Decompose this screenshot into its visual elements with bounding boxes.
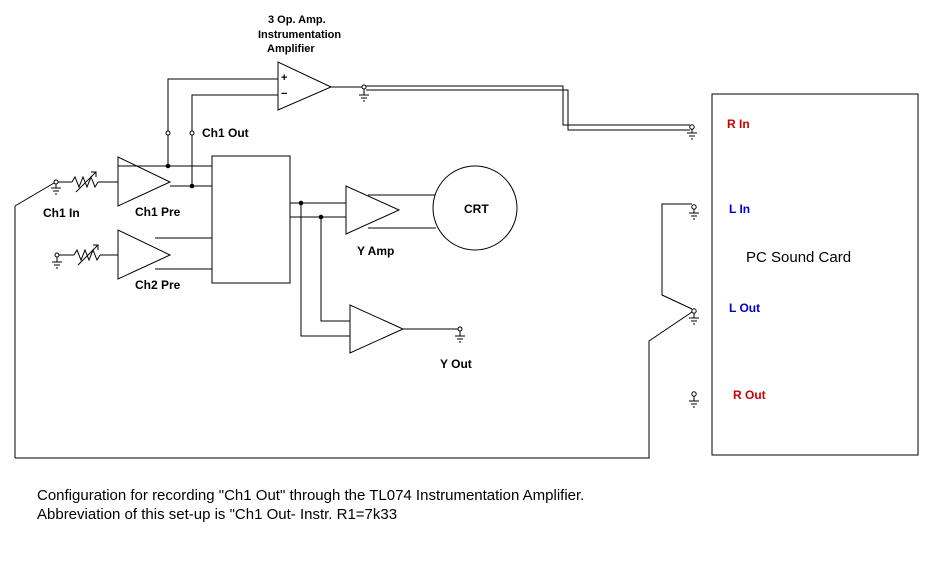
potentiometer-icon (71, 171, 99, 193)
l-out-label: L Out (729, 301, 760, 315)
ch1-in-terminal (53, 179, 59, 185)
cable-to-r-in-shield (366, 89, 690, 131)
inst-amp-title-line1: 3 Op. Amp. (268, 14, 326, 26)
junction-dot (165, 163, 171, 169)
r-in-label: R In (727, 117, 750, 131)
cable-to-r-in-signal (366, 85, 690, 126)
wire-ch1-in-lead (14, 182, 55, 207)
inst-amp-minus-label: − (281, 88, 287, 100)
caption-line-1: Configuration for recording "Ch1 Out" th… (37, 487, 585, 504)
instrumentation-amplifier: + − 3 Op. Amp. Instrumentation Amplifier (258, 14, 341, 111)
ch2-in-terminal (54, 252, 60, 258)
probe-terminal-1 (165, 130, 171, 136)
y-amp-label: Y Amp (357, 244, 394, 258)
ch2-preamp-triangle (117, 229, 172, 280)
inst-amp-triangle (277, 61, 333, 111)
inst-amp-plus-label: + (281, 72, 287, 84)
crt-label: CRT (464, 202, 489, 216)
ch1-pre-label: Ch1 Pre (135, 205, 181, 219)
ground-icon (455, 331, 465, 343)
r-out-label: R Out (733, 388, 766, 402)
probe-terminal-2 (189, 130, 195, 136)
wire-inst-plus (167, 78, 278, 166)
inst-amp-title-line2: Instrumentation (258, 29, 341, 41)
ground-icon (689, 209, 699, 220)
r-out-terminal (691, 391, 697, 397)
y-out-amp-triangle (349, 304, 405, 354)
ground-icon (359, 89, 369, 102)
inst-out-terminal (361, 84, 367, 90)
l-out-terminal (691, 308, 697, 314)
channel-switch-block (211, 155, 291, 284)
wire-to-yout-amp-a (300, 203, 350, 337)
wire-inst-minus (191, 94, 278, 186)
l-in-terminal (691, 204, 697, 210)
ch1-preamp-triangle (117, 156, 172, 207)
ground-icon (689, 313, 699, 325)
y-amp-triangle (345, 185, 401, 235)
ch1-in-label: Ch1 In (43, 206, 80, 220)
r-in-terminal (689, 124, 695, 130)
potentiometer-icon (73, 244, 101, 266)
ground-icon (51, 184, 61, 195)
caption-line-2: Abbreviation of this set-up is "Ch1 Out-… (37, 506, 398, 523)
junction-dot (189, 183, 195, 189)
wire-l-in-switch (661, 203, 693, 310)
sound-card-box (711, 93, 919, 456)
crt-circle (432, 165, 518, 251)
wire-to-yout-amp-b (320, 217, 350, 322)
wire-l-out-return (15, 311, 693, 459)
ch2-pre-label: Ch2 Pre (135, 278, 181, 292)
l-in-label: L In (729, 202, 750, 216)
sound-card-title: PC Sound Card (746, 249, 851, 266)
caption: Configuration for recording "Ch1 Out" th… (37, 486, 584, 524)
ground-icon (689, 396, 699, 408)
y-out-terminal (457, 326, 463, 332)
ground-icon (52, 257, 62, 269)
ch1-out-label: Ch1 Out (202, 126, 249, 140)
inst-amp-title-line3: Amplifier (267, 43, 315, 55)
ground-icon (687, 129, 697, 140)
y-out-label: Y Out (440, 357, 472, 371)
